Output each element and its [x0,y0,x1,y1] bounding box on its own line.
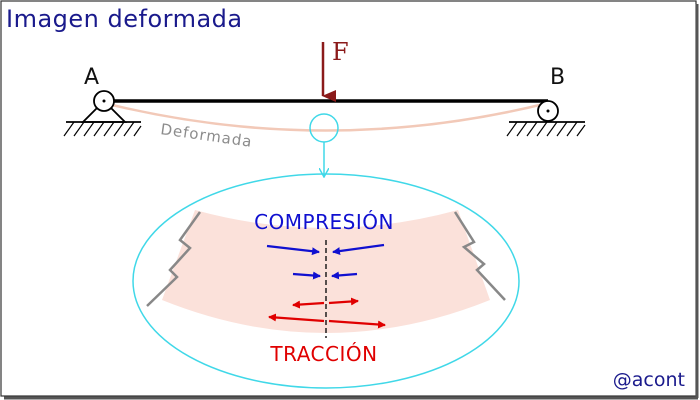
page-title: Imagen deformada [6,5,243,33]
compression-arrow-left-top [266,244,320,256]
compression-arrow-right-top [332,243,385,256]
credit-label: @acont [613,369,685,391]
left-break-line [146,211,202,307]
deformed-curve [103,101,549,132]
support-a-label: A [84,65,99,90]
tension-arrow-left-top [292,300,325,309]
left-support [63,90,142,137]
detail-view: COMPRESIÓN TRACCIÓN [132,173,520,389]
tension-label: TRACCIÓN [269,342,377,366]
beam-section [162,210,490,333]
compression-label: COMPRESIÓN [254,210,394,234]
tension-arrow-right-bottom [328,319,386,329]
right-support [506,100,586,137]
right-break-line [453,211,506,301]
tension-arrow-left-bottom [268,313,325,323]
compression-arrow-right-bottom [331,271,358,280]
compression-arrow-left-bottom [292,271,321,280]
force-label: F [332,38,349,66]
support-b-label: B [550,65,565,90]
tension-arrow-right-top [328,297,359,306]
detail-ellipse [132,173,520,389]
